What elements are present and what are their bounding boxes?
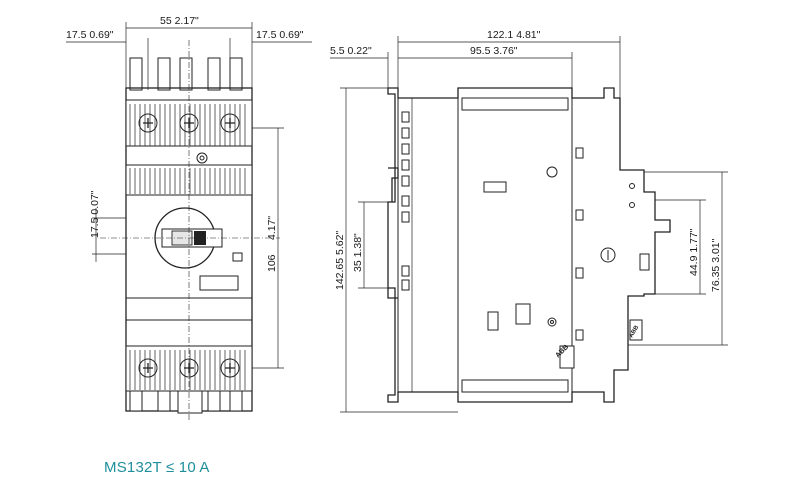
front-left-offset-label: 17.5 0.69" [66, 29, 114, 41]
front-view: 55 2.17" 17.5 0.69" 17.5 0.69" [66, 15, 312, 420]
side-offset-label: 5.5 0.22" [330, 45, 372, 57]
front-top-width-label: 55 2.17" [160, 15, 199, 27]
front-height-inch-label: 4.17" [266, 216, 278, 240]
side-total-depth-label: 122.1 4.81" [487, 29, 541, 41]
side-right-b-label: 76.35 3.01" [710, 238, 722, 292]
side-rail-label: 35 1.38" [352, 233, 364, 272]
side-total-height-label: 142.65 5.62" [334, 231, 346, 290]
front-height-label: 106 [266, 254, 278, 272]
product-caption: MS132T ≤ 10 A [104, 459, 210, 476]
side-view: 122.1 4.81" 95.5 3.76" 5.5 0.22" [330, 29, 728, 413]
side-right-a-label: 44.9 1.77" [688, 228, 700, 276]
front-right-offset-label: 17.5 0.69" [256, 29, 304, 41]
side-body-outline [387, 87, 671, 403]
front-left-vertical-label: 17.5 0.07" [89, 190, 101, 238]
side-depth-label: 95.5 3.76" [470, 45, 518, 57]
